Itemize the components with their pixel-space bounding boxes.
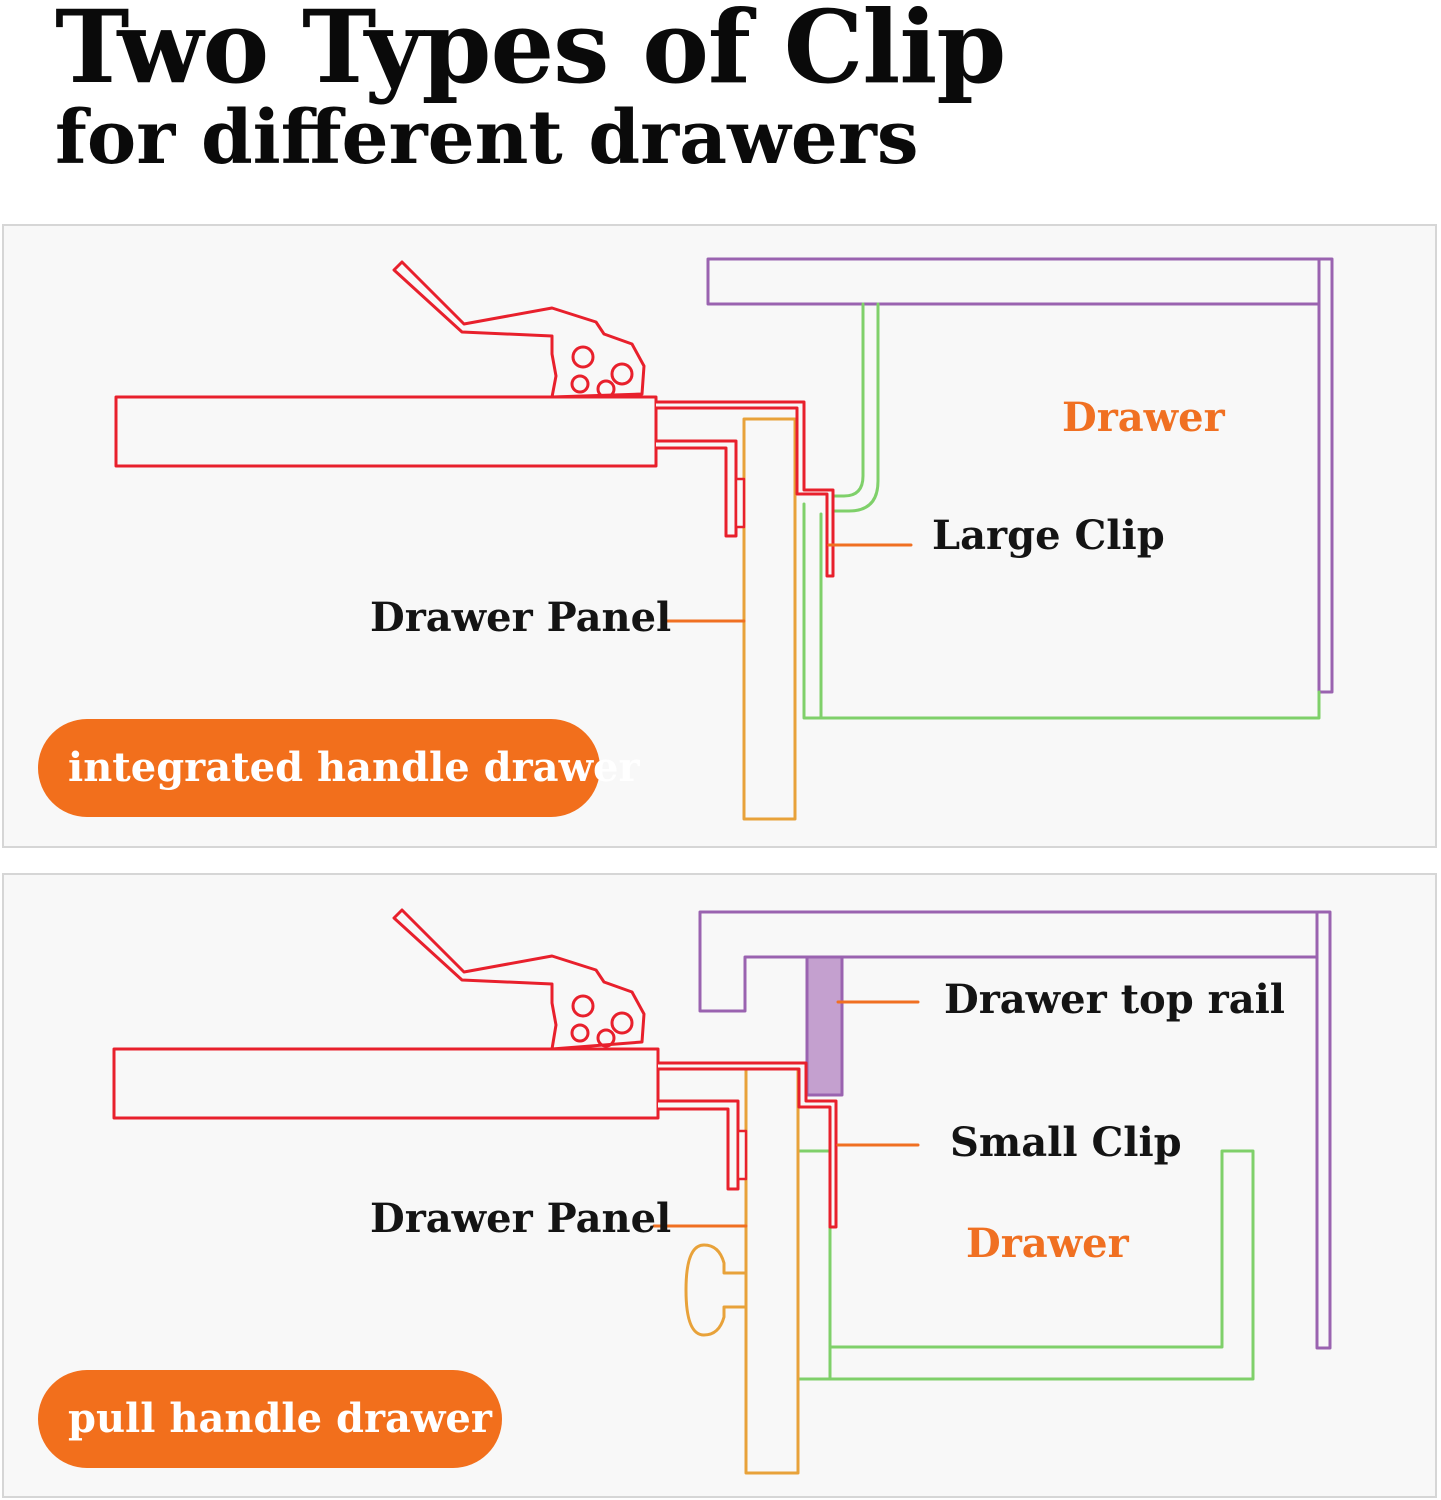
clip-lever-hole — [610, 362, 634, 386]
clip-lever-hole — [596, 1028, 616, 1048]
pull-knob-icon — [684, 1243, 748, 1337]
drawer-top-rail — [805, 955, 844, 1097]
drawer-panel-label: Drawer Panel — [370, 594, 672, 641]
pull-handle-diagram — [112, 908, 1332, 1475]
small-clip-label: Small Clip — [950, 1119, 1182, 1166]
integrated-handle-panel: Drawer Large Clip Drawer Panel integrate… — [2, 224, 1437, 848]
drawer-label: Drawer — [1062, 394, 1225, 441]
large-clip-label: Large Clip — [932, 512, 1165, 559]
drawer-front-lip — [828, 302, 880, 513]
drawer-panel — [744, 1067, 800, 1475]
clip-lever-hole — [570, 374, 590, 394]
clip-lever-hole — [570, 1023, 590, 1043]
clip-lower-bracket — [654, 439, 738, 538]
clip-lever-hole — [571, 345, 595, 369]
large-clip-hook — [654, 400, 835, 578]
clip-bracket-tab — [736, 1129, 748, 1181]
clip-lever-hole — [610, 1011, 634, 1035]
clip-lever — [392, 908, 646, 1051]
page-title: Two Types of Clip — [55, 0, 1006, 106]
small-clip-hook — [656, 1061, 838, 1229]
drawer-box — [802, 502, 1321, 720]
clip-bracket-tab — [734, 477, 746, 529]
clip-base — [114, 395, 658, 468]
drawer-top-rail-label: Drawer top rail — [944, 976, 1285, 1023]
clip-lever-hole — [596, 379, 616, 399]
pull-handle-panel: Drawer top rail Small Clip Drawer Drawer… — [2, 873, 1437, 1498]
drawer-panel — [742, 417, 797, 821]
pull-handle-badge: pull handle drawer — [38, 1370, 502, 1468]
clip-lever — [392, 260, 646, 399]
page-subtitle: for different drawers — [55, 95, 919, 181]
drawer-label: Drawer — [966, 1220, 1129, 1267]
integrated-handle-diagram — [114, 257, 1334, 821]
drawer-panel-label: Drawer Panel — [370, 1195, 672, 1242]
clip-lower-bracket — [656, 1099, 740, 1191]
clip-lever-hole — [571, 994, 595, 1018]
clip-base — [112, 1047, 660, 1120]
integrated-handle-badge: integrated handle drawer — [38, 719, 640, 817]
